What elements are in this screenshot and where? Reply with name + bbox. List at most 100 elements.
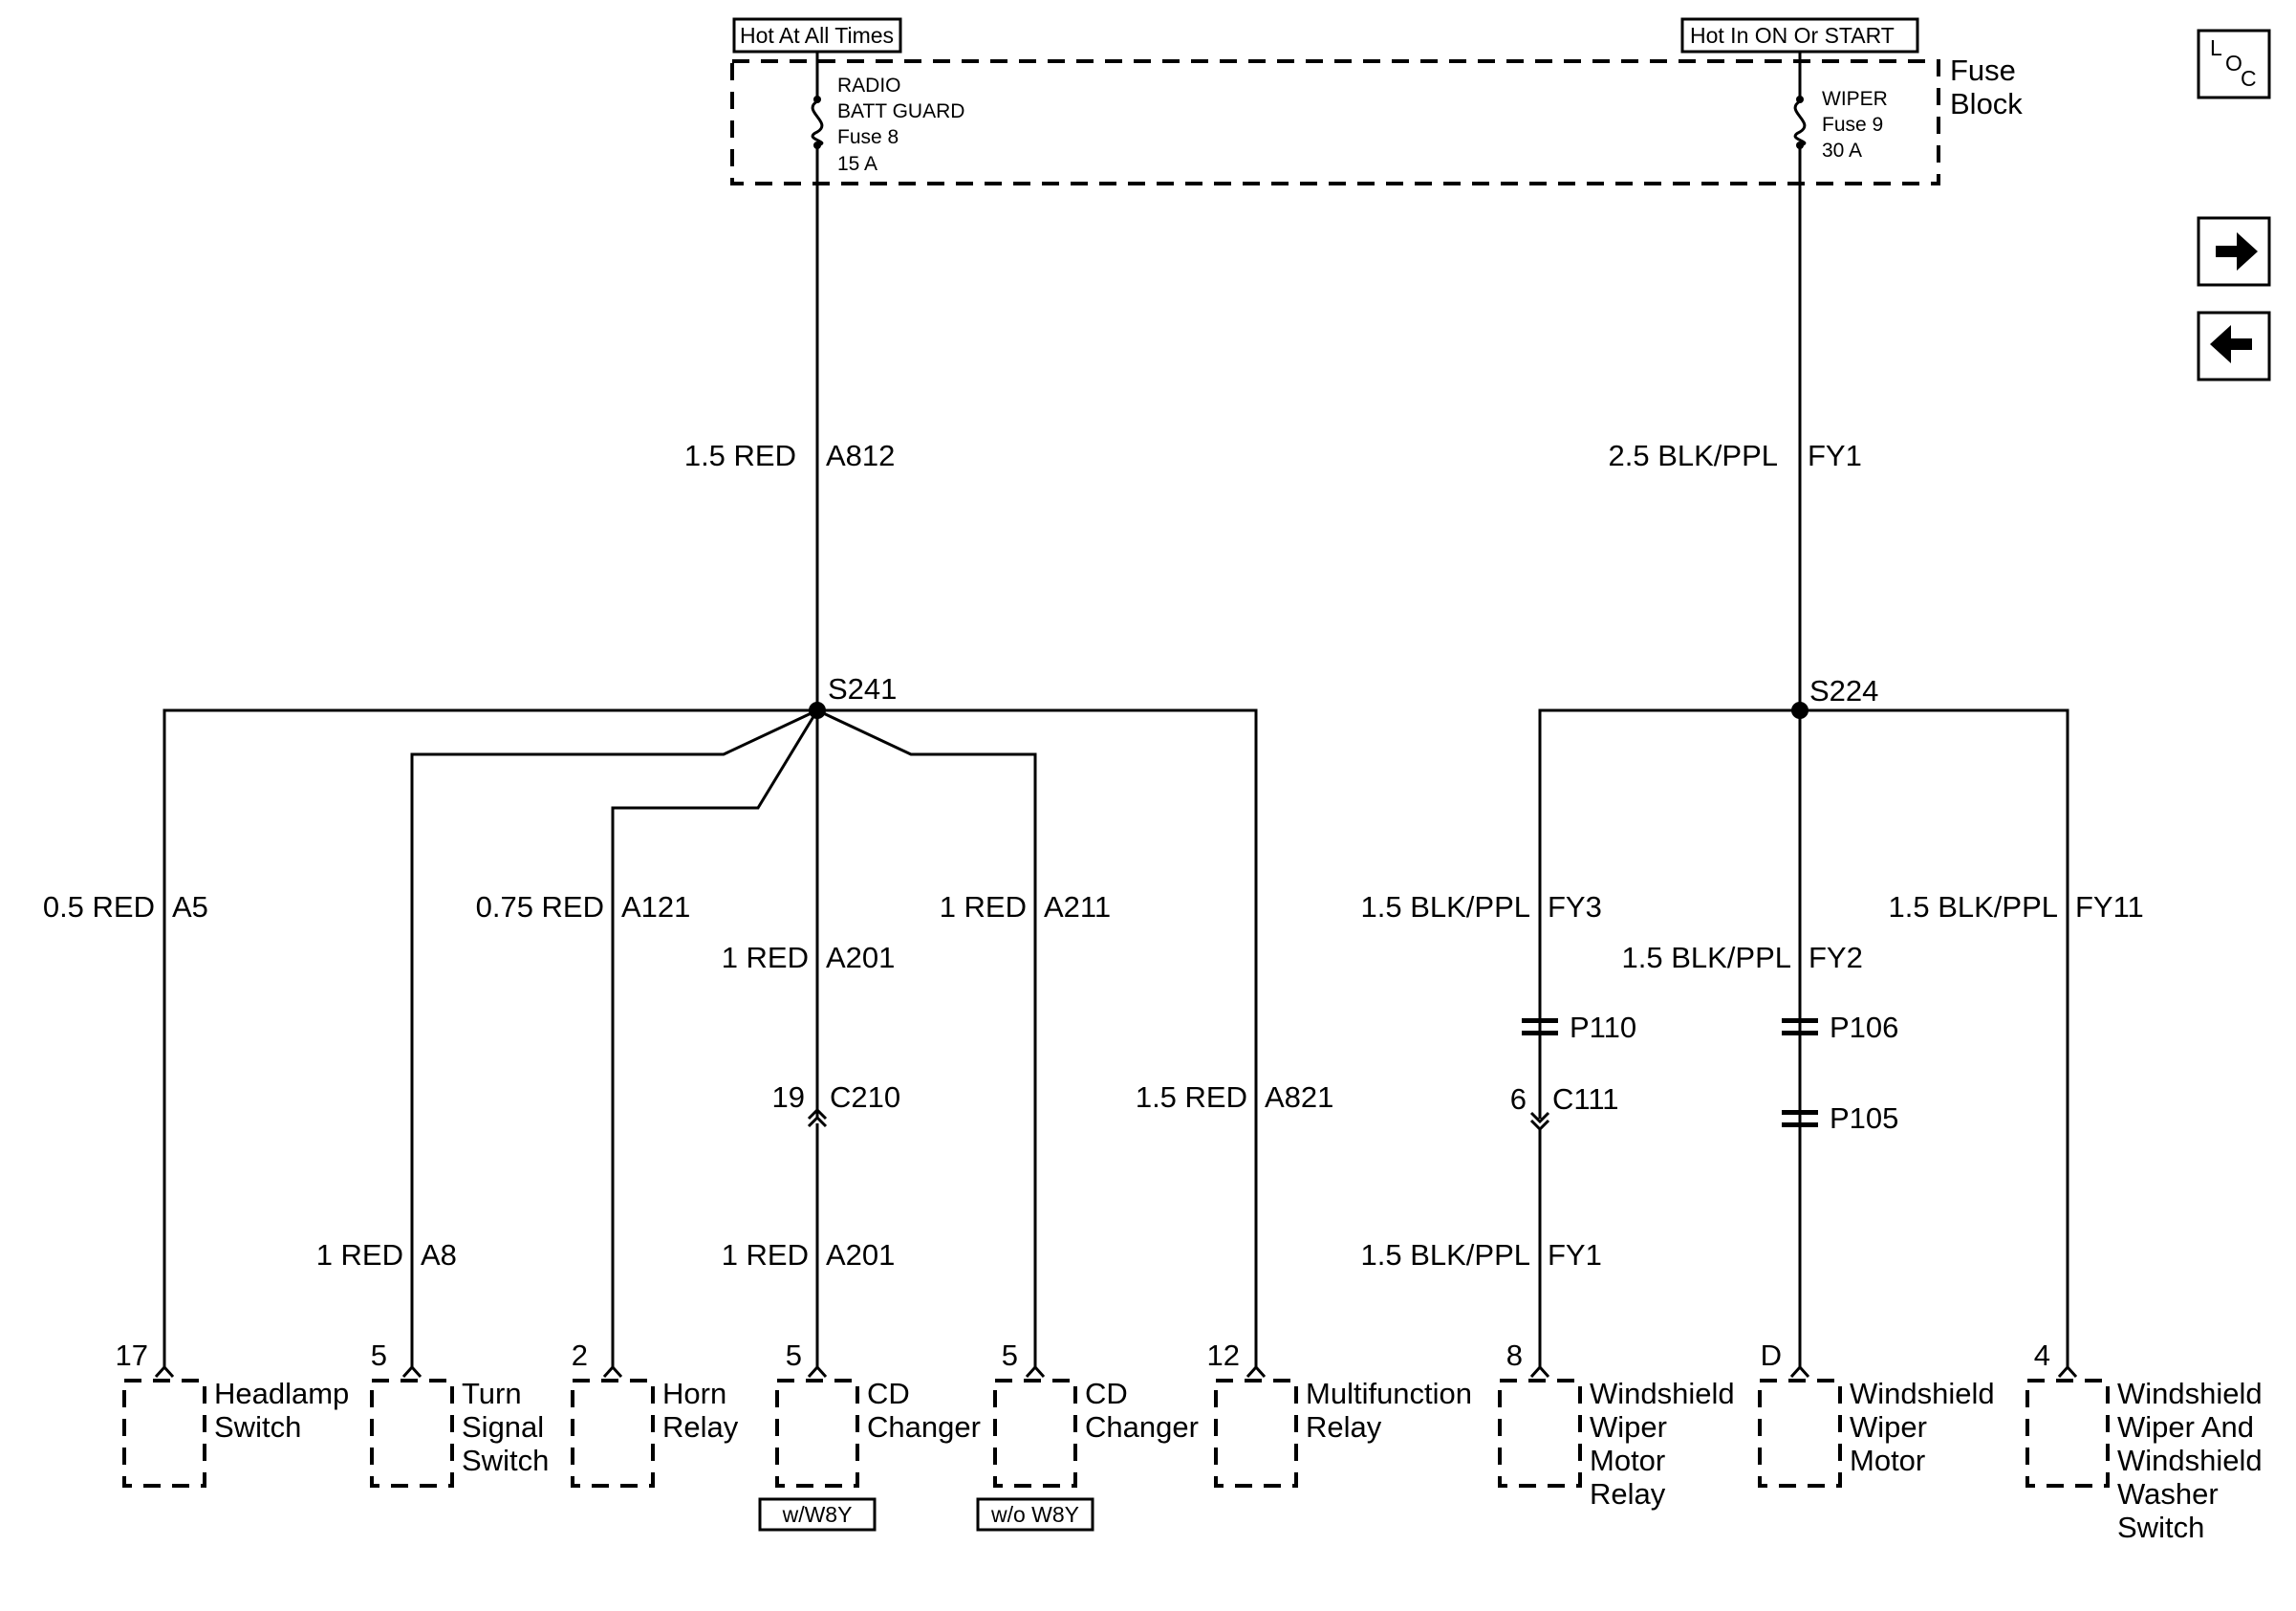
power-source-hot-in-on-or-start: Hot In ON Or START <box>1680 17 1919 54</box>
wire-gauge-label: 1.5 BLK/PPL <box>1360 1238 1530 1272</box>
fuse-text: 15 A <box>837 153 877 175</box>
terminal-icon <box>1789 1364 1810 1379</box>
wire-circuit-label: A5 <box>172 890 208 924</box>
terminal-icon <box>1245 1364 1267 1379</box>
component-label: Wiper And <box>2117 1410 2254 1444</box>
splice-label: S241 <box>828 672 897 706</box>
component-pin: 17 <box>116 1339 148 1372</box>
wire-gauge-label: 0.5 RED <box>43 890 155 924</box>
wire-a211 <box>816 708 1037 1367</box>
svg-text:C: C <box>2241 66 2257 91</box>
component-label: Relay <box>1590 1477 1666 1511</box>
component-outline <box>775 1379 859 1488</box>
wire-gauge-label: 1 RED <box>940 890 1027 924</box>
loc-icon[interactable]: L O C <box>2197 29 2271 99</box>
arrow-right-icon[interactable] <box>2197 216 2271 287</box>
wire-gauge-label: 1.5 RED <box>1136 1080 1247 1114</box>
wire-a5 <box>162 708 817 1367</box>
component-label: Turn <box>462 1377 522 1410</box>
component-outline <box>2025 1379 2110 1488</box>
connector-p110-icon <box>1522 1018 1558 1035</box>
wire-circuit-label: FY11 <box>2075 890 2144 924</box>
fuse-text: Fuse 8 <box>837 126 899 148</box>
component-label: CD <box>867 1377 910 1410</box>
connector-c111-icon <box>1529 1111 1550 1132</box>
wire-circuit-label: A8 <box>421 1238 457 1272</box>
option-label: w/o W8Y <box>990 1502 1079 1527</box>
fuse-icon <box>1793 52 1807 149</box>
component-label: Wiper <box>1850 1410 1927 1444</box>
arrow-left-icon[interactable] <box>2197 311 2271 381</box>
fuse-text: RADIO <box>837 75 901 97</box>
wire-gauge-label: 1 RED <box>316 1238 403 1272</box>
splice-label: S224 <box>1809 674 1878 708</box>
power-source-label: Hot In ON Or START <box>1690 23 1895 48</box>
component-label: Changer <box>1085 1410 1199 1444</box>
component-label: Multifunction <box>1306 1377 1472 1410</box>
svg-text:L: L <box>2210 35 2222 60</box>
terminal-icon <box>401 1364 422 1379</box>
wire-a8 <box>410 708 818 1367</box>
svg-text:O: O <box>2225 51 2242 76</box>
component-pin: 8 <box>1506 1339 1523 1372</box>
fuse-text: Fuse 9 <box>1822 114 1883 136</box>
connector-c210-icon <box>807 1107 828 1128</box>
wire-circuit-label: FY1 <box>1808 439 1862 472</box>
component-outline <box>122 1379 206 1488</box>
connector-name: C210 <box>830 1080 900 1114</box>
fuse-text: 30 A <box>1822 140 1862 162</box>
wire-fy3 <box>1538 708 1800 1119</box>
component-label: Wiper <box>1590 1410 1667 1444</box>
wire-circuit-label: A821 <box>1265 1080 1333 1114</box>
component-label: Windshield <box>1850 1377 1995 1410</box>
option-box <box>976 1497 1094 1532</box>
wire-gauge-label: 1.5 BLK/PPL <box>1621 941 1791 974</box>
component-pin: 5 <box>371 1339 387 1372</box>
wire-circuit-label: A812 <box>826 439 895 472</box>
fuse-block-label: Block <box>1950 87 2023 120</box>
terminal-icon <box>602 1364 623 1379</box>
component-label: Switch <box>462 1444 549 1477</box>
component-label: CD <box>1085 1377 1128 1410</box>
wire-circuit-label: A201 <box>826 941 895 974</box>
component-label: Motor <box>1850 1444 1925 1477</box>
fuse-block-label: Fuse <box>1950 54 2016 87</box>
fuse-icon <box>811 52 824 149</box>
component-outline <box>993 1379 1077 1488</box>
wire-circuit-label: FY1 <box>1548 1238 1602 1272</box>
component-label: Windshield <box>1590 1377 1735 1410</box>
wire-gauge-label: 2.5 BLK/PPL <box>1608 439 1778 472</box>
terminal-icon <box>2057 1364 2078 1379</box>
connector-p106-icon <box>1782 1018 1818 1035</box>
component-label: Switch <box>2117 1511 2204 1544</box>
component-outline <box>370 1379 454 1488</box>
fuse-text: BATT GUARD <box>837 100 964 122</box>
component-pin: 5 <box>786 1339 802 1372</box>
option-box <box>758 1497 877 1532</box>
terminal-icon <box>1025 1364 1046 1379</box>
component-outline <box>571 1379 655 1488</box>
wire-a821 <box>817 708 1258 1367</box>
component-label: Headlamp <box>214 1377 349 1410</box>
terminal-icon <box>1529 1364 1550 1379</box>
component-label: Signal <box>462 1410 544 1444</box>
connector-name: P110 <box>1570 1011 1636 1044</box>
component-label: Switch <box>214 1410 301 1444</box>
wire-gauge-label: 0.75 RED <box>476 890 604 924</box>
power-source-hot-at-all-times: Hot At All Times <box>732 17 902 54</box>
component-label: Horn <box>662 1377 726 1410</box>
wire-gauge-label: 1.5 RED <box>684 439 796 472</box>
wire-circuit-label: A211 <box>1044 890 1111 924</box>
component-pin: 4 <box>2034 1339 2050 1372</box>
connector-name: P105 <box>1830 1101 1898 1135</box>
connector-name: P106 <box>1830 1011 1898 1044</box>
connector-p105-icon <box>1782 1110 1818 1127</box>
component-label: Relay <box>1306 1410 1382 1444</box>
